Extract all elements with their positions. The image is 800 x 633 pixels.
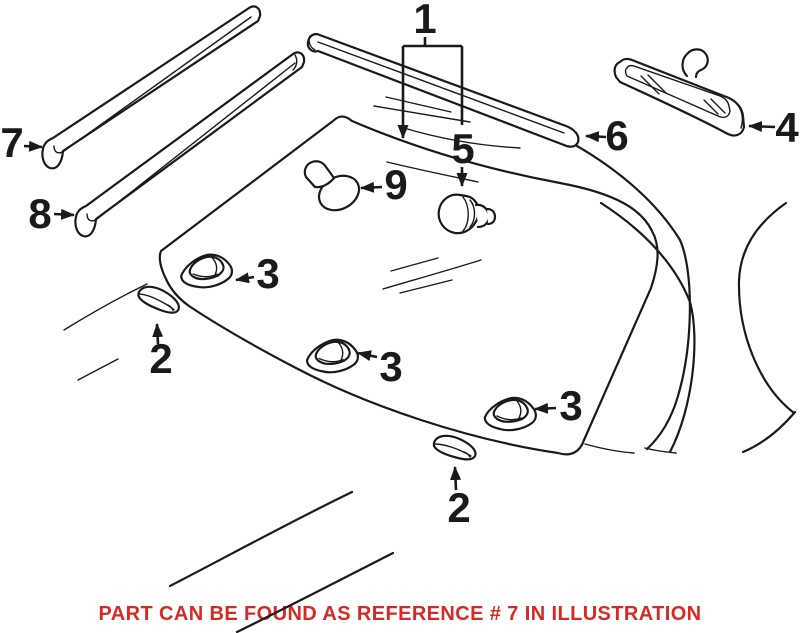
- mirror-stem: [681, 48, 709, 79]
- caption-text: PART CAN BE FOUND AS REFERENCE # 7 IN IL…: [99, 603, 702, 625]
- leader-3-upper-arrow: [235, 272, 255, 284]
- a-pillar-body-lines: [506, 114, 797, 454]
- leader-3-middle-arrow: [357, 350, 378, 362]
- leader-8-arrow: [53, 208, 75, 220]
- mirror-face: [624, 64, 731, 119]
- ref-label-7: 7: [0, 119, 23, 166]
- glass-reflection-line: [399, 279, 453, 294]
- ref-label-2-left: 2: [149, 335, 172, 382]
- windshield-glass-outline: [158, 105, 659, 456]
- leader-lines: [23, 37, 776, 491]
- leader-3-lower-arrow: [534, 402, 557, 414]
- glass-reflection-line: [403, 127, 521, 149]
- ref-label-3-lower: 3: [559, 382, 582, 429]
- rear-view-mirror-drawing: [613, 48, 746, 137]
- mirror-housing: [613, 57, 746, 137]
- glass-reflection-line: [390, 257, 439, 272]
- leader-1-bracket: [403, 37, 462, 48]
- ref-label-4: 4: [775, 104, 799, 151]
- ref-label-3-upper: 3: [256, 250, 279, 297]
- reference-labels: 1 2 2 3 3 3 4 5 6 7 8 9: [0, 0, 799, 531]
- ref-label-8: 8: [28, 190, 51, 237]
- glass-reflection-line: [382, 259, 482, 290]
- hood-reflection-lines: [63, 283, 395, 633]
- glass-reflection-line: [386, 161, 479, 183]
- leader-7-arrow: [23, 140, 43, 152]
- clip-3-lower-drawing: [483, 396, 537, 432]
- glass-reflection-line: [373, 105, 471, 123]
- ref-label-6: 6: [605, 112, 628, 159]
- ref-label-2-right: 2: [447, 484, 470, 531]
- leader-2-left-arrow: [152, 323, 164, 345]
- molding-strip-6-drawing: [306, 32, 580, 148]
- ref-label-5: 5: [451, 125, 474, 172]
- ref-label-1: 1: [413, 0, 436, 42]
- leader-9-arrow: [360, 181, 383, 193]
- spacer-2-right-drawing: [432, 434, 477, 461]
- clip-3-middle-drawing: [305, 337, 360, 375]
- clip-5-drawing: [437, 193, 497, 235]
- leader-2-right-arrow: [450, 466, 462, 491]
- ref-label-9: 9: [384, 161, 407, 208]
- molding-strip-8-drawing: [74, 51, 306, 238]
- clip-9-drawing: [303, 160, 361, 212]
- ref-label-3-middle: 3: [379, 343, 402, 390]
- clip-3-upper-drawing: [178, 252, 235, 291]
- leader-6-arrow: [585, 131, 607, 143]
- spacer-2-left-drawing: [135, 284, 182, 315]
- leader-4-arrow: [748, 121, 776, 132]
- molding-strip-7-drawing: [41, 5, 262, 170]
